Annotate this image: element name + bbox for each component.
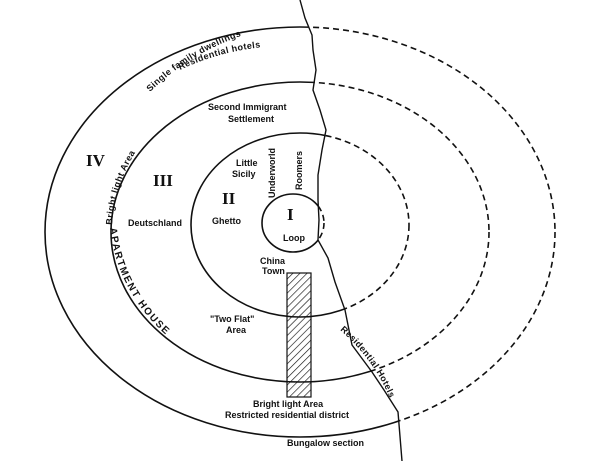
two-flat-label-1: "Two Flat" [210,314,254,324]
ghetto-label: Ghetto [212,216,241,226]
rings-east-dashed [300,26,556,438]
loop-label: Loop [283,233,305,243]
bright-light-area-label: Bright light Area [253,399,324,409]
second-immigrant-label-2: Settlement [228,114,274,124]
two-flat-label-2: Area [226,325,247,335]
bungalow-section-label: Bungalow section [287,438,364,448]
second-immigrant-label-1: Second Immigrant [208,102,287,112]
bright-light-curved-label: Bright light Area [104,148,137,225]
zone-iv-ring [44,26,402,438]
china-town-label-2: Town [262,266,285,276]
lake-shore-line [299,0,403,461]
apartment-house-label: APARTMENT HOUSE [107,227,172,338]
zone-iv-label: IV [86,151,106,170]
zone-iii-label: III [153,171,173,190]
little-sicily-label-2: Sicily [232,169,256,179]
bright-light-strip [286,272,312,398]
zone-i-label: I [287,205,294,224]
roomers-label: Roomers [294,151,304,190]
zone-ii-label: II [222,189,236,208]
deutschland-label: Deutschland [128,218,182,228]
china-town-label-1: China [260,256,286,266]
residential-hotels-right-label: Residential Hotels [339,324,398,399]
underworld-label: Underworld [267,148,277,198]
restricted-residential-label: Restricted residential district [225,410,349,420]
little-sicily-label-1: Little [236,158,258,168]
